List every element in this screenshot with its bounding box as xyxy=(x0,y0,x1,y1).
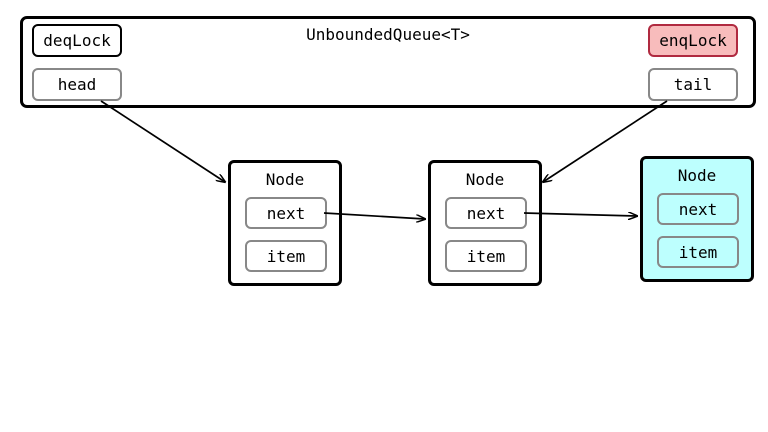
unbounded-queue-object: UnboundedQueue<T> deqLock head enqLock t… xyxy=(20,16,756,108)
node-next-field: next xyxy=(657,193,739,225)
node-1: Node next item xyxy=(228,160,342,286)
node-next-field: next xyxy=(445,197,527,229)
node-next-field: next xyxy=(245,197,327,229)
node-2: Node next item xyxy=(428,160,542,286)
enq-lock-field: enqLock xyxy=(648,24,738,57)
node-label: Node xyxy=(465,170,505,189)
node-item-field: item xyxy=(657,236,739,268)
node-label: Node xyxy=(677,166,717,185)
node-label: Node xyxy=(265,170,305,189)
tail-field: tail xyxy=(648,68,738,101)
head-field: head xyxy=(32,68,122,101)
head-pointer-arrow xyxy=(100,100,225,182)
node-3-new: Node next item xyxy=(640,156,754,282)
node-item-field: item xyxy=(445,240,527,272)
deq-lock-field: deqLock xyxy=(32,24,122,57)
node-item-field: item xyxy=(245,240,327,272)
queue-title: UnboundedQueue<T> xyxy=(306,25,470,44)
